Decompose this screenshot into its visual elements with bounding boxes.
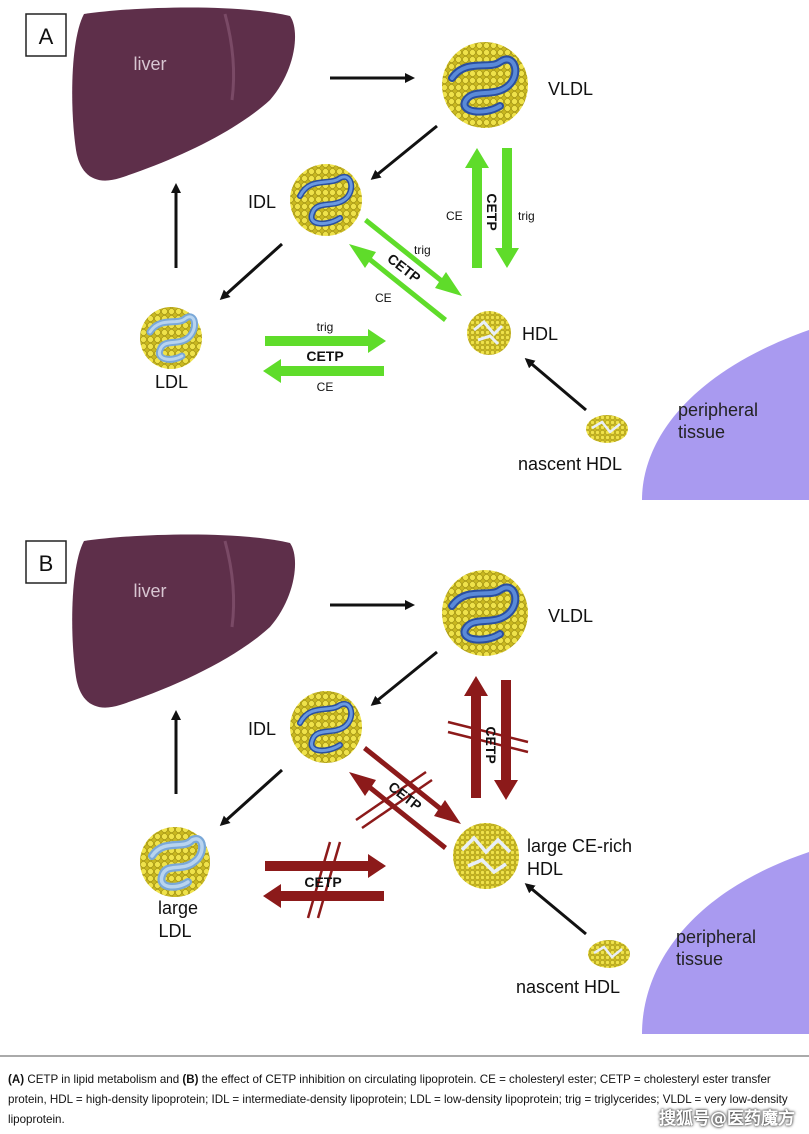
arrow-vldl-to-idl-b xyxy=(370,650,438,706)
idl-particle-icon xyxy=(290,164,362,236)
panel-a-label: A xyxy=(39,24,54,49)
liver-label: liver xyxy=(133,54,166,74)
ldl-particle-icon xyxy=(140,307,202,369)
trig-label-idl-hdl: trig xyxy=(414,243,431,257)
idl-label-b: IDL xyxy=(248,719,276,739)
peripheral-tissue-label-line2: tissue xyxy=(678,422,725,442)
cetp-label-ldl-hdl-b: CETP xyxy=(304,874,341,890)
caption-a-label: (A) xyxy=(8,1073,25,1086)
hdl-label: HDL xyxy=(522,324,558,344)
vldl-particle-icon-b xyxy=(442,570,528,656)
large-ldl-particle-icon xyxy=(140,827,210,897)
arrow-nascent-to-hdl-b xyxy=(524,883,587,936)
ldl-label: LDL xyxy=(155,372,188,392)
cetp-blocked-arrows-idl-hdl xyxy=(349,746,461,850)
arrow-idl-to-ldl xyxy=(219,242,284,301)
large-ldl-label-line2: LDL xyxy=(158,921,191,941)
ce-label-vldl-hdl: CE xyxy=(446,209,463,223)
caption-b-label: (B) xyxy=(182,1073,199,1086)
panel-a-label-box xyxy=(25,13,67,57)
idl-label: IDL xyxy=(248,192,276,212)
caption-b-text: the effect of CETP inhibition on circula… xyxy=(8,1073,788,1126)
panel-a: A liver VLDL IDL xyxy=(25,7,809,500)
figure-caption: (A) CETP in lipid metabolism and (B) the… xyxy=(8,1070,804,1130)
vldl-label-b: VLDL xyxy=(548,606,593,626)
liver-label-b: liver xyxy=(133,581,166,601)
large-hdl-label-line1: large CE-rich xyxy=(527,836,632,856)
peripheral-tissue-label-line1: peripheral xyxy=(678,400,758,420)
ce-label-idl-hdl: CE xyxy=(375,291,392,305)
large-hdl-label-line2: HDL xyxy=(527,859,563,879)
liver-icon xyxy=(72,7,296,181)
arrow-idl-to-ldl-b xyxy=(219,768,284,827)
peripheral-tissue-label-b-line1: peripheral xyxy=(676,927,756,947)
cetp-blocked-arrows-vldl-hdl xyxy=(447,676,529,800)
cetp-green-arrows-ldl-hdl xyxy=(263,329,386,383)
cetp-green-arrows-vldl-hdl xyxy=(465,148,519,268)
trig-label-ldl-hdl: trig xyxy=(317,320,334,334)
cetp-label-vldl-hdl-b: CETP xyxy=(483,726,499,763)
ce-label-ldl-hdl: CE xyxy=(317,380,334,394)
peripheral-tissue-shape xyxy=(642,330,809,500)
panel-b: B liver VLDL IDL xyxy=(25,534,809,1034)
arrow-nascent-to-hdl xyxy=(524,358,587,412)
vldl-label: VLDL xyxy=(548,79,593,99)
cetp-blocked-arrows-ldl-hdl xyxy=(263,841,386,919)
nascent-hdl-label-b: nascent HDL xyxy=(516,977,620,997)
watermark-text: 搜狐号@医药魔方 xyxy=(659,1109,795,1129)
hdl-particle-icon xyxy=(467,311,511,355)
cetp-green-arrows-idl-hdl xyxy=(349,218,462,322)
large-ldl-label-line1: large xyxy=(158,898,198,918)
panel-b-label: B xyxy=(39,551,54,576)
nascent-hdl-particle-icon-b xyxy=(588,940,630,968)
idl-particle-icon-b xyxy=(290,691,362,763)
vldl-particle-icon xyxy=(442,42,528,128)
trig-label-vldl-hdl: trig xyxy=(518,209,535,223)
liver-icon-b xyxy=(72,534,296,708)
cetp-label-ldl-hdl: CETP xyxy=(306,348,343,364)
panel-b-label-box xyxy=(25,540,67,584)
cetp-label-vldl-hdl: CETP xyxy=(484,193,500,230)
caption-a-text: CETP in lipid metabolism and xyxy=(24,1073,183,1086)
peripheral-tissue-shape-b xyxy=(642,852,809,1034)
arrow-vldl-to-idl xyxy=(370,124,438,180)
nascent-hdl-particle-icon xyxy=(586,415,628,443)
peripheral-tissue-label-b-line2: tissue xyxy=(676,949,723,969)
nascent-hdl-label: nascent HDL xyxy=(518,454,622,474)
large-hdl-particle-icon xyxy=(453,823,519,889)
